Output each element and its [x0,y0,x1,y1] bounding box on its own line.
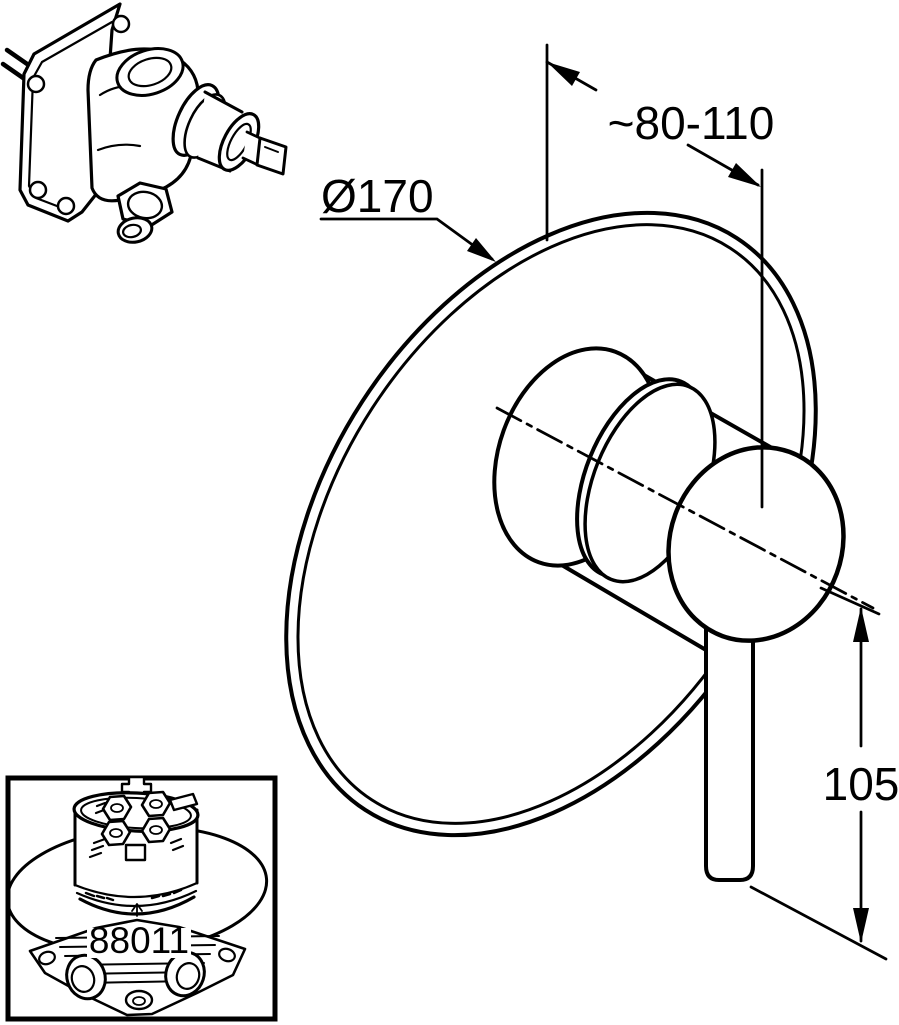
cartridge-band-microtext-marks [84,888,183,902]
bottom-port-inner [122,223,142,239]
plate-screw-hole [56,196,76,216]
length-arrow-up-head [853,607,869,642]
hex-bolt-top [109,828,123,838]
plate-screw-hole [26,74,46,94]
upper-union-inner [127,56,173,88]
center-axis-line [495,406,875,610]
cartridge-wall-arrow-icon [131,903,143,917]
mounting-prong-lines [0,47,33,83]
lever-handle [704,598,755,882]
roughin-lug-hole-left [38,950,56,966]
installed-valve-illustration [0,2,288,244]
plate-screw-hole [28,180,48,200]
square-spindle-detail [264,146,279,153]
length-extension-line-bottom [749,885,888,961]
hex-bolt [140,790,172,818]
hex-bolt-top [110,803,124,813]
mounting-plate-inner-edge [27,20,114,213]
hex-bolt [140,816,172,844]
dimension-plate-diameter: Ø170 [319,170,496,262]
cartridge-top-rim-inner [80,796,192,830]
length-arrow-down-head [853,908,869,943]
roughin-union-right-inner [175,962,201,990]
diameter-leader-line [319,217,494,261]
depth-arrow-left-head [547,62,580,86]
handle-length-label: 105 [823,758,899,810]
dimension-handle-length: 105 [749,586,899,961]
hex-bolt [100,819,132,847]
depth-arrow-right-head [728,163,761,187]
hub-front-face [666,445,846,643]
roughin-union-left-inner [70,965,96,993]
plate-screw-hole [111,14,131,34]
roughin-bottom-port-inner [132,996,146,1006]
roughin-lug-hole-right [218,947,236,963]
square-spindle [255,136,288,176]
part-number-backing [87,928,191,958]
cartridge-tick-marks [88,801,185,859]
inset-part-number-label: 88011 [89,920,189,961]
plate-diameter-label: Ø170 [321,170,434,222]
roughin-bottom-port [124,989,154,1011]
cartridge-side-lines [73,808,199,887]
inset-cartridge [72,775,200,917]
hex-bolt-top [149,799,163,809]
mixer-front-view [284,210,875,882]
hex-bolt-top [149,825,163,835]
cartridge-hex-bolts [100,790,172,847]
hex-bolt [101,794,133,822]
cartridge-band-top [73,881,199,899]
length-extension-line-top [819,586,881,616]
cartridge-rim-notch [124,843,147,862]
diameter-arrow-head [467,238,496,262]
dimension-depth-range: ~80-110 [545,43,775,509]
inset-panel: 88011 [5,775,278,1022]
cartridge-rim-tab [168,792,199,812]
depth-range-label: ~80-110 [608,97,775,149]
